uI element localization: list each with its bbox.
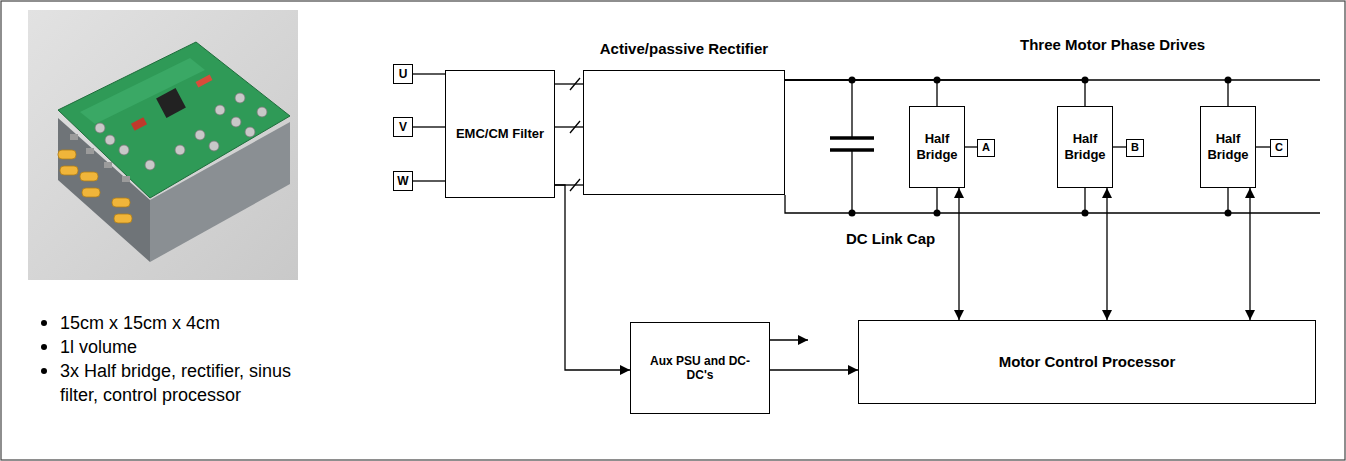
bullet-dots [41, 320, 47, 374]
wire [555, 126, 583, 127]
terminal-box: W [393, 171, 413, 191]
power-supply-box: Aux PSU and DC-DC's [630, 322, 770, 414]
box-label: B [1131, 141, 1139, 154]
box-label: U [399, 67, 408, 81]
signal-arrow [770, 369, 858, 370]
signal-arrow [1249, 188, 1250, 320]
wire [965, 146, 977, 147]
wire [413, 180, 445, 181]
bullet-text: 3x Half bridge, rectifier, sinus filter,… [60, 359, 322, 407]
box-label: EMC/CM Filter [456, 126, 544, 142]
half-bridge-box: Half Bridge [1200, 106, 1256, 188]
wire [413, 126, 445, 127]
dc-bus-wires [785, 80, 1320, 213]
board-photo [28, 10, 298, 280]
wire [785, 80, 1085, 106]
box-label: Half Bridge [913, 131, 961, 162]
component-label: DC Link Cap [846, 227, 935, 251]
signal-arrow [1106, 188, 1107, 320]
phase-terminal: A [977, 139, 995, 157]
filter-box: EMC/CM Filter [445, 70, 555, 198]
wire [1256, 146, 1270, 147]
terminal-box: V [393, 117, 413, 137]
box-label: Half Bridge [1061, 131, 1109, 162]
block-heading: Active/passive Rectifier [564, 40, 804, 57]
rectifier-box: Active/passive Rectifier [583, 70, 785, 195]
three-phase-slashes [570, 78, 580, 191]
box-label: Motor Control Processor [999, 353, 1176, 371]
wire [785, 80, 937, 106]
wire [555, 83, 583, 84]
box-label: A [982, 141, 990, 154]
section-title: Three Motor Phase Drives [1020, 33, 1205, 57]
bullet-text: 15cm x 15cm x 4cm [60, 311, 220, 335]
box-label: C [1275, 141, 1283, 154]
half-bridge-box: Half Bridge [909, 106, 965, 188]
box-label: W [397, 174, 408, 188]
box-label: Aux PSU and DC-DC's [644, 354, 756, 383]
terminal-box: U [393, 64, 413, 84]
processor-box: Motor Control Processor [858, 320, 1316, 404]
bullet-text: 1l volume [60, 335, 137, 359]
wire [1113, 146, 1126, 147]
half-bridge-box: Half Bridge [1057, 106, 1113, 188]
phase-terminal: B [1126, 139, 1144, 157]
wire [413, 73, 445, 74]
signal-arrow [555, 185, 630, 370]
phase-terminal: C [1270, 139, 1288, 157]
junction-dots [849, 77, 1232, 217]
supply-arrow [770, 339, 808, 340]
signal-arrow [958, 188, 959, 320]
box-label: Half Bridge [1204, 131, 1252, 162]
wire [785, 80, 1228, 106]
box-label: V [399, 120, 407, 134]
